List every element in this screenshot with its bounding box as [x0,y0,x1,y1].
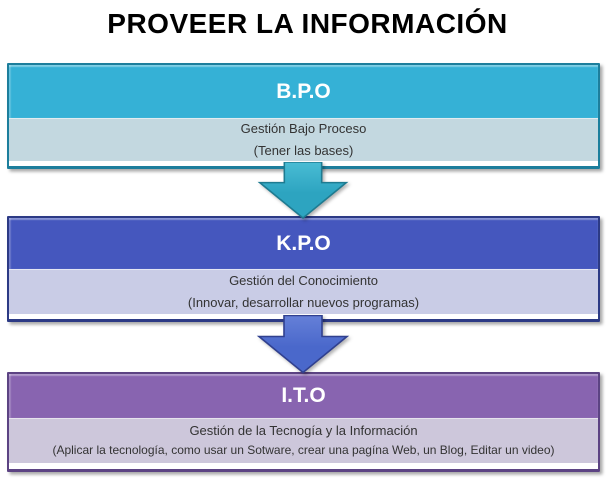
box-ito: I.T.O Gestión de la Tecnogía y la Inform… [7,372,600,472]
down-arrow-bpo-to-kpo-icon [257,162,349,219]
box-kpo-title: K.P.O [276,231,331,255]
box-ito-header: I.T.O [9,374,598,418]
box-ito-description-line2: (Aplicar la tecnología, como usar un Sot… [52,443,555,458]
box-bpo-header: B.P.O [9,65,598,118]
box-bpo-description-line1: Gestión Bajo Proceso [240,121,367,137]
box-ito-description-line1: Gestión de la Tecnogía y la Información [189,423,418,439]
box-kpo-description-line1: Gestión del Conocimiento [229,273,378,289]
diagram-title: PROVEER LA INFORMACIÓN [107,8,508,39]
box-ito-title: I.T.O [281,384,326,407]
box-bpo-description: Gestión Bajo Proceso (Tener las bases) [9,118,598,161]
box-bpo: B.P.O Gestión Bajo Proceso (Tener las ba… [7,63,600,169]
box-bpo-title: B.P.O [276,79,331,103]
box-bpo-description-line2: (Tener las bases) [253,142,354,158]
box-kpo-description: Gestión del Conocimiento (Innovar, desar… [9,269,598,314]
box-kpo: K.P.O Gestión del Conocimiento (Innovar,… [7,216,600,322]
box-ito-description: Gestión de la Tecnogía y la Información … [9,418,598,463]
box-kpo-header: K.P.O [9,218,598,269]
down-arrow-kpo-to-ito-icon [256,315,350,374]
box-kpo-description-line2: (Innovar, desarrollar nuevos programas) [187,294,420,310]
